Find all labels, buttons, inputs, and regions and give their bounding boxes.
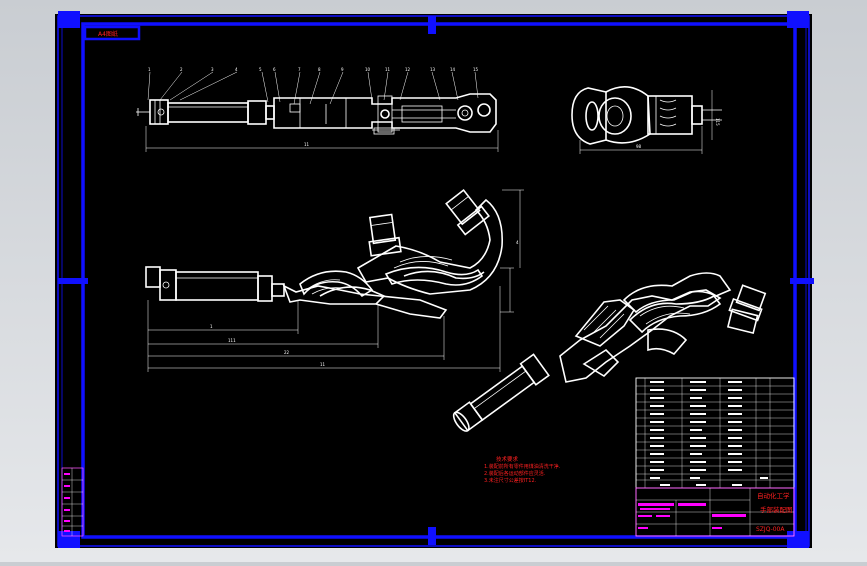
corner-label: A4图纸 bbox=[98, 30, 118, 38]
svg-text:13: 13 bbox=[430, 67, 436, 72]
dim-d3: 22 bbox=[284, 350, 290, 355]
main-view: 1 111 22 11 4 bbox=[145, 188, 524, 372]
tech-requirements-title: 技术要求 bbox=[496, 457, 519, 463]
tech-requirements: 技术要求 1.装配前所有零件用煤油清洗干净. 2.装配后各运动部件应灵活. 3.… bbox=[484, 457, 604, 485]
svg-text:5: 5 bbox=[259, 67, 262, 72]
svg-text:11: 11 bbox=[385, 67, 391, 72]
isometric-view bbox=[452, 272, 767, 432]
left-revision-table bbox=[61, 467, 84, 537]
svg-text:4: 4 bbox=[235, 67, 238, 72]
dim-height: 4 bbox=[516, 240, 519, 245]
dim-d2: 111 bbox=[228, 338, 236, 343]
svg-text:3: 3 bbox=[211, 67, 214, 72]
dim-side-height: 115 bbox=[715, 118, 720, 126]
corner-label-box bbox=[83, 25, 141, 41]
svg-text:6: 6 bbox=[273, 67, 276, 72]
side-view: 98 115 bbox=[571, 86, 722, 154]
svg-text:2: 2 bbox=[180, 67, 183, 72]
dim-total: 11 bbox=[320, 362, 326, 367]
title-block bbox=[635, 487, 795, 537]
corner-markers bbox=[58, 11, 814, 548]
svg-text:8: 8 bbox=[318, 67, 321, 72]
tech-requirement-line: 1.装配前所有零件用煤油清洗干净. bbox=[484, 464, 561, 470]
title-drawing-name: 手部装配图 bbox=[760, 506, 793, 514]
dim-side-width: 98 bbox=[636, 144, 642, 149]
title-drawing-number: SZJQ-00A bbox=[756, 526, 785, 533]
svg-text:7: 7 bbox=[298, 67, 301, 72]
left-ticks bbox=[61, 24, 807, 537]
tech-requirement-line: 2.装配后各运动部件应灵活. bbox=[484, 471, 546, 477]
svg-text:1: 1 bbox=[148, 67, 151, 72]
dim-top-length: 11 bbox=[304, 142, 310, 147]
svg-text:10: 10 bbox=[365, 67, 371, 72]
tech-requirement-line: 3.未注尺寸公差按IT12. bbox=[484, 478, 537, 484]
svg-text:15: 15 bbox=[473, 67, 479, 72]
svg-text:14: 14 bbox=[450, 67, 456, 72]
dim-d1: 1 bbox=[210, 324, 213, 329]
svg-text:9: 9 bbox=[341, 67, 344, 72]
parts-list bbox=[635, 377, 795, 489]
title-school: 自动化工学 bbox=[757, 492, 790, 500]
svg-text:12: 12 bbox=[405, 67, 411, 72]
